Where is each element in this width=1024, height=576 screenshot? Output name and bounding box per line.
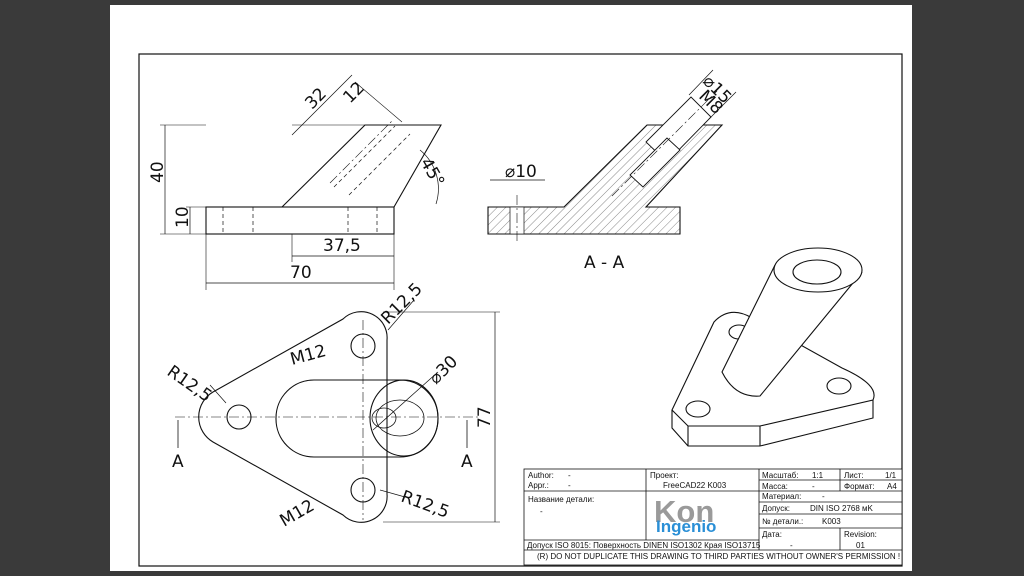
iso-hole-right xyxy=(826,377,852,395)
revision-value: 01 xyxy=(856,541,865,550)
tolerances-note: Допуск ISO 8015: Поверхность DINEN ISO13… xyxy=(527,541,761,550)
company-logo-kon: Kon xyxy=(654,494,714,529)
iso-boss-body xyxy=(721,264,863,397)
company-logo-ingenio: Ingenio xyxy=(656,517,716,536)
title-block-frame xyxy=(523,468,903,566)
section-label: A - A xyxy=(584,253,625,273)
dimension-77: 77 xyxy=(475,406,495,428)
part-no-label: № детали.: xyxy=(762,517,803,526)
material-label: Материал: xyxy=(762,492,801,501)
dimension-r12-5-left: R12,5 xyxy=(163,362,215,407)
iso-boss-bore xyxy=(792,259,842,285)
part-no-value: K003 xyxy=(822,517,841,526)
dimension-12: 12 xyxy=(339,78,368,107)
copyright-note: (R) DO NOT DUPLICATE THIS DRAWING TO THI… xyxy=(537,552,900,561)
flange-outline xyxy=(198,311,388,523)
section-marker-left: A xyxy=(172,452,184,472)
tolerance-label: Допуск: xyxy=(762,504,790,513)
project-value: FreeCAD22 K003 xyxy=(663,481,727,490)
top-view xyxy=(175,299,500,523)
sheet-value: 1/1 xyxy=(885,471,897,480)
appr-value: - xyxy=(568,481,571,490)
section-view-a-a xyxy=(487,69,737,244)
format-label: Формат: xyxy=(844,482,875,491)
format-value: A4 xyxy=(887,482,897,491)
iso-flange-side xyxy=(671,400,874,447)
inclined-boss-outline xyxy=(281,124,442,208)
drawing-frame xyxy=(138,53,903,567)
dimension-10: 10 xyxy=(173,206,193,228)
appr-label: Appr.: xyxy=(528,481,549,490)
boss-top-ellipse xyxy=(369,379,439,457)
iso-boss-top xyxy=(773,247,863,293)
dimension-32: 32 xyxy=(301,84,330,113)
author-value: - xyxy=(568,471,571,480)
dimension-r12-5-bottom: R12,5 xyxy=(398,487,452,523)
date-label: Дата: xyxy=(762,530,782,539)
dimension-r12-5-top: R12,5 xyxy=(377,279,426,328)
dimension-70: 70 xyxy=(290,263,312,283)
dimension-m12-top: M12 xyxy=(288,341,328,370)
revision-label: Revision: xyxy=(844,530,877,539)
mass-label: Масса: xyxy=(762,482,788,491)
dim-line-32 xyxy=(291,74,353,136)
title-block xyxy=(523,468,903,566)
dimension-dia10: ⌀10 xyxy=(505,162,537,182)
dimension-37-5: 37,5 xyxy=(323,236,361,256)
bore-ellipse xyxy=(375,399,425,437)
iso-flange-top xyxy=(671,311,875,427)
author-label: Author: xyxy=(528,471,554,480)
project-label: Проект: xyxy=(650,471,679,480)
part-name-label: Название детали: xyxy=(528,495,594,504)
tolerance-value: DIN ISO 2768 мK xyxy=(810,504,874,513)
dimension-m12-bottom: M12 xyxy=(277,496,318,531)
mass-value: - xyxy=(812,482,815,491)
part-name-value: - xyxy=(540,507,543,516)
iso-hole-left xyxy=(685,400,711,418)
isometric-view xyxy=(671,247,875,447)
tapped-hole-m8 xyxy=(629,137,681,188)
section-marker-right: A xyxy=(461,452,473,472)
date-value: - xyxy=(790,541,793,550)
dimension-40: 40 xyxy=(148,161,168,183)
sheet-label: Лист: xyxy=(844,471,864,480)
dimension-dia30: ⌀30 xyxy=(425,352,462,389)
material-value: - xyxy=(822,492,825,501)
angle-arc-45 xyxy=(419,149,439,205)
inclined-boss-projection xyxy=(275,379,439,458)
base-plate-outline xyxy=(205,206,395,235)
front-view xyxy=(160,74,442,290)
scale-label: Масштаб: xyxy=(762,471,798,480)
scale-value: 1:1 xyxy=(812,471,824,480)
